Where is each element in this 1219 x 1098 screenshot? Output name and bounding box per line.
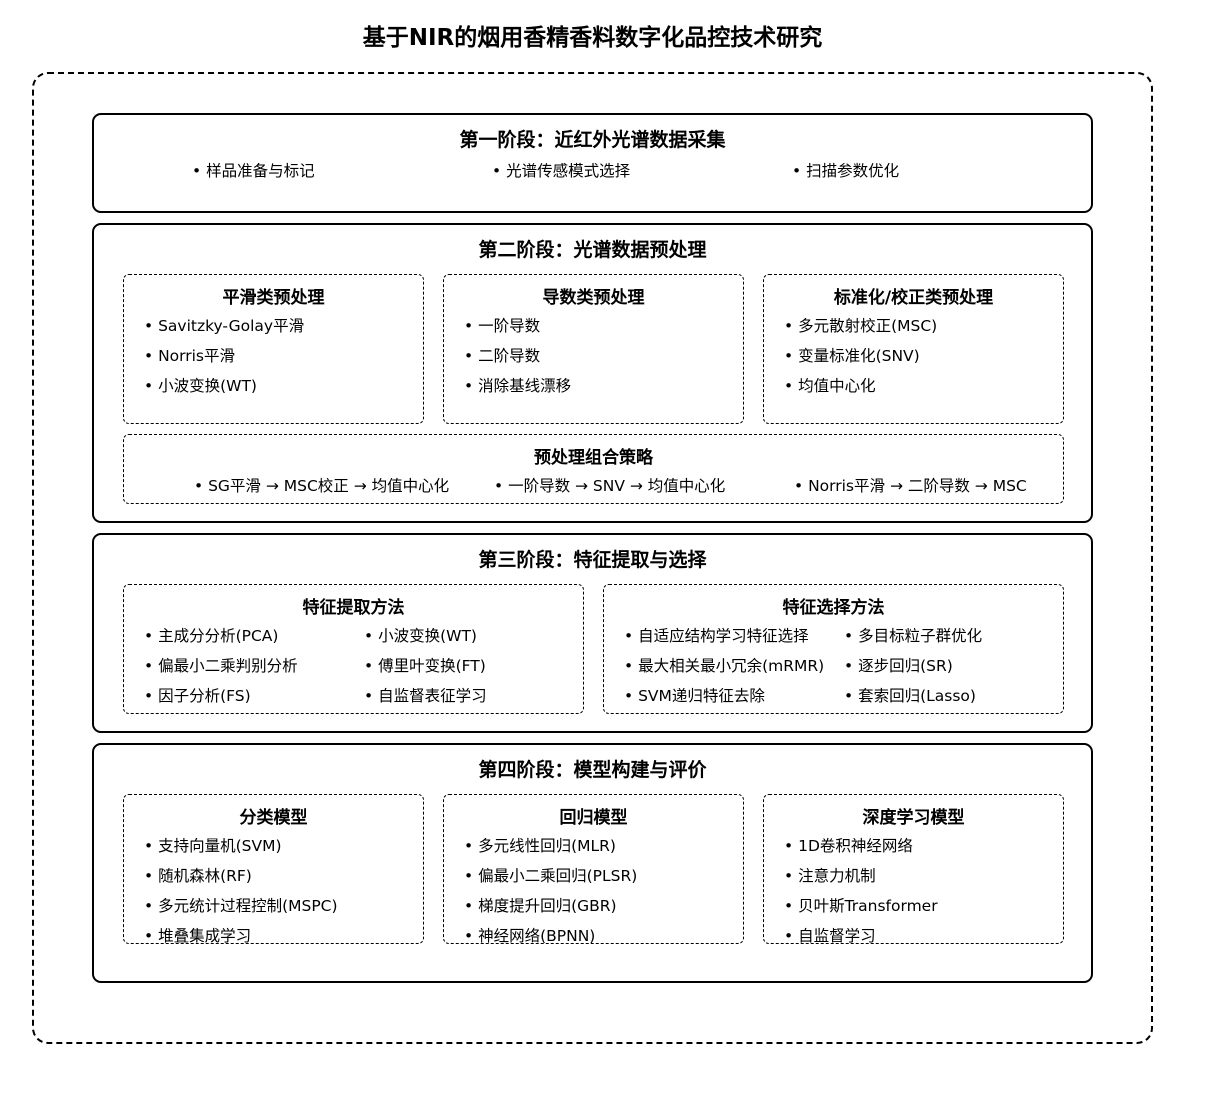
feature-extraction-item: 小波变换(WT) [364, 624, 477, 646]
combo-strategy-item: SG平滑 → MSC校正 → 均值中心化 [194, 474, 449, 496]
feature-extraction-item: 偏最小二乘判别分析 [144, 654, 298, 676]
feature-selection-item: 最大相关最小冗余(mRMR) [624, 654, 824, 676]
stage-3-title: 第三阶段：特征提取与选择 [478, 549, 707, 571]
classification-model-item: 多元统计过程控制(MSPC) [144, 894, 337, 916]
stage-4-title: 第四阶段：模型构建与评价 [478, 759, 707, 781]
regression-model-item: 偏最小二乘回归(PLSR) [464, 864, 637, 886]
feature-extraction-item: 主成分分析(PCA) [144, 624, 278, 646]
classification-model-title: 分类模型 [239, 808, 308, 828]
stage-2-title: 第二阶段：光谱数据预处理 [478, 239, 707, 261]
regression-model-item: 梯度提升回归(GBR) [464, 894, 617, 916]
combo-strategy-box: 预处理组合策略 SG平滑 → MSC校正 → 均值中心化 一阶导数 → SNV … [123, 434, 1064, 504]
classification-model-box: 分类模型 支持向量机(SVM) 随机森林(RF) 多元统计过程控制(MSPC) … [123, 794, 424, 944]
feature-selection-item: 套索回归(Lasso) [844, 684, 976, 706]
derivative-title: 导数类预处理 [542, 288, 645, 308]
stage-4-box: 第四阶段：模型构建与评价 分类模型 支持向量机(SVM) 随机森林(RF) 多元… [92, 743, 1093, 983]
regression-model-title: 回归模型 [559, 808, 628, 828]
deep-learning-model-item: 注意力机制 [784, 864, 876, 886]
deep-learning-model-item: 1D卷积神经网络 [784, 834, 913, 856]
feature-selection-box: 特征选择方法 自适应结构学习特征选择 多目标粒子群优化 最大相关最小冗余(mRM… [603, 584, 1064, 714]
normalization-item: 多元散射校正(MSC) [784, 314, 937, 336]
stage-3-box: 第三阶段：特征提取与选择 特征提取方法 主成分分析(PCA) 小波变换(WT) … [92, 533, 1093, 733]
classification-model-item: 堆叠集成学习 [144, 924, 251, 943]
smoothing-item: Savitzky-Golay平滑 [144, 314, 304, 336]
smoothing-box: 平滑类预处理 Savitzky-Golay平滑 Norris平滑 小波变换(WT… [123, 274, 424, 424]
feature-extraction-item: 傅里叶变换(FT) [364, 654, 486, 676]
smoothing-item: Norris平滑 [144, 344, 235, 366]
stage-1-box: 第一阶段：近红外光谱数据采集 样品准备与标记 光谱传感模式选择 扫描参数优化 [92, 113, 1093, 213]
deep-learning-model-item: 贝叶斯Transformer [784, 894, 938, 916]
feature-selection-title: 特征选择方法 [782, 598, 885, 618]
deep-learning-model-box: 深度学习模型 1D卷积神经网络 注意力机制 贝叶斯Transformer 自监督… [763, 794, 1064, 944]
feature-extraction-item: 因子分析(FS) [144, 684, 251, 706]
normalization-item: 变量标准化(SNV) [784, 344, 920, 366]
normalization-item: 均值中心化 [784, 374, 876, 396]
regression-model-item: 多元线性回归(MLR) [464, 834, 616, 856]
derivative-item: 一阶导数 [464, 314, 540, 336]
outer-container [32, 72, 1153, 1044]
derivative-item: 消除基线漂移 [464, 374, 571, 396]
combo-strategy-title: 预处理组合策略 [534, 448, 653, 468]
feature-extraction-box: 特征提取方法 主成分分析(PCA) 小波变换(WT) 偏最小二乘判别分析 傅里叶… [123, 584, 584, 714]
feature-extraction-title: 特征提取方法 [302, 598, 405, 618]
classification-model-item: 随机森林(RF) [144, 864, 252, 886]
deep-learning-model-title: 深度学习模型 [862, 808, 965, 828]
feature-extraction-item: 自监督表征学习 [364, 684, 487, 706]
page-title: 基于NIR的烟用香精香料数字化品控技术研究 [362, 25, 823, 51]
deep-learning-model-item: 自监督学习 [784, 924, 876, 943]
combo-strategy-item: 一阶导数 → SNV → 均值中心化 [494, 474, 725, 496]
stage-1-item: 样品准备与标记 [192, 159, 315, 181]
smoothing-item: 小波变换(WT) [144, 374, 257, 396]
derivative-item: 二阶导数 [464, 344, 540, 366]
feature-selection-item: 自适应结构学习特征选择 [624, 624, 809, 646]
feature-selection-item: 逐步回归(SR) [844, 654, 953, 676]
classification-model-item: 支持向量机(SVM) [144, 834, 281, 856]
stage-1-item: 光谱传感模式选择 [492, 159, 630, 181]
feature-selection-item: SVM递归特征去除 [624, 684, 765, 706]
stage-2-box: 第二阶段：光谱数据预处理 平滑类预处理 Savitzky-Golay平滑 Nor… [92, 223, 1093, 523]
combo-strategy-item: Norris平滑 → 二阶导数 → MSC [794, 474, 1027, 496]
smoothing-title: 平滑类预处理 [222, 288, 325, 308]
feature-selection-item: 多目标粒子群优化 [844, 624, 982, 646]
regression-model-box: 回归模型 多元线性回归(MLR) 偏最小二乘回归(PLSR) 梯度提升回归(GB… [443, 794, 744, 944]
normalization-title: 标准化/校正类预处理 [833, 288, 994, 308]
derivative-box: 导数类预处理 一阶导数 二阶导数 消除基线漂移 [443, 274, 744, 424]
stage-1-item: 扫描参数优化 [792, 159, 899, 181]
stage-1-title: 第一阶段：近红外光谱数据采集 [459, 129, 726, 151]
regression-model-item: 神经网络(BPNN) [464, 924, 595, 943]
normalization-box: 标准化/校正类预处理 多元散射校正(MSC) 变量标准化(SNV) 均值中心化 [763, 274, 1064, 424]
